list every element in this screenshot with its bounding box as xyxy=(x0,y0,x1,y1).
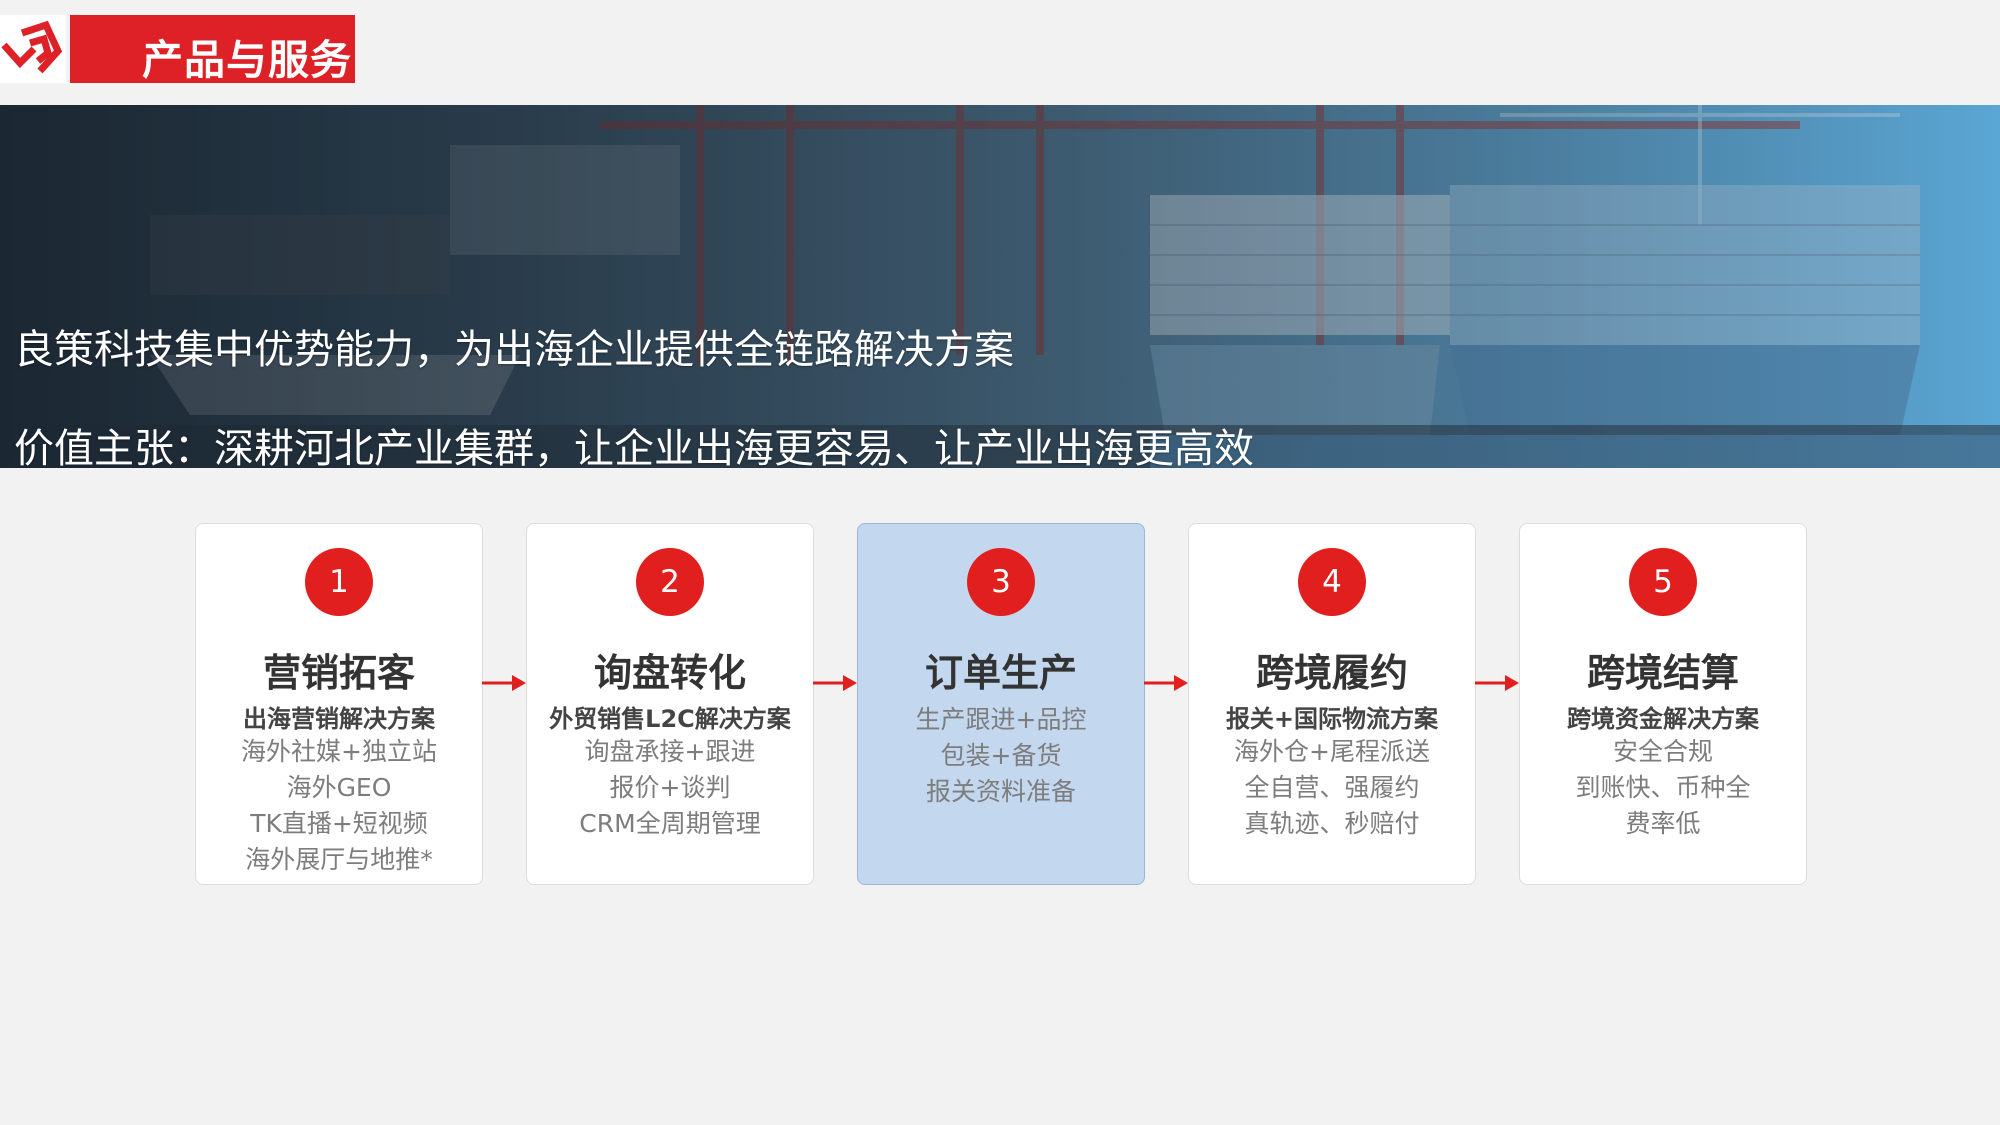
step-item: 到账快、币种全 xyxy=(1575,773,1751,802)
step-number-badge: 2 xyxy=(636,548,704,616)
step-item: 费率低 xyxy=(1625,809,1701,838)
step-item: 海外仓+尾程派送 xyxy=(1234,737,1430,766)
step-item: 海外GEO xyxy=(286,773,392,802)
step-card-production: 3 订单生产 生产跟进+品控 包装+备货 报关资料准备 xyxy=(857,523,1145,885)
right-arrow-icon xyxy=(1475,672,1521,694)
step-item-list: 海外仓+尾程派送 全自营、强履约 真轨迹、秒赔付 xyxy=(1189,734,1475,842)
step-item: CRM全周期管理 xyxy=(579,809,761,838)
step-item: 报关资料准备 xyxy=(925,777,1076,806)
step-item: 真轨迹、秒赔付 xyxy=(1244,809,1420,838)
step-subtitle: 外贸销售L2C解决方案 xyxy=(549,705,791,733)
logo-icon xyxy=(0,15,66,83)
title-banner: 产品与服务 xyxy=(70,15,355,84)
value-proposition: 价值主张：深耕河北产业集群，让企业出海更容易、让产业出海更高效 xyxy=(14,426,1254,468)
step-subtitle: 出海营销解决方案 xyxy=(243,705,435,733)
step-item: 包装+备货 xyxy=(940,741,1062,770)
step-number-badge: 3 xyxy=(967,548,1035,616)
step-card-settlement: 5 跨境结算 跨境资金解决方案 安全合规 到账快、币种全 费率低 xyxy=(1519,523,1807,885)
step-item-list: 海外社媒+独立站 海外GEO TK直播+短视频 海外展厅与地推* xyxy=(196,734,482,878)
step-number-badge: 5 xyxy=(1629,548,1697,616)
step-card-marketing: 1 营销拓客 出海营销解决方案 海外社媒+独立站 海外GEO TK直播+短视频 … xyxy=(195,523,483,885)
right-arrow-icon xyxy=(482,672,528,694)
page-title: 产品与服务 xyxy=(142,36,352,84)
right-arrow-icon xyxy=(813,672,859,694)
step-item-list: 安全合规 到账快、币种全 费率低 xyxy=(1520,734,1806,842)
step-card-inquiry: 2 询盘转化 外贸销售L2C解决方案 询盘承接+跟进 报价+谈判 CRM全周期管… xyxy=(526,523,814,885)
hero-banner: 良策科技集中优势能力，为出海企业提供全链路解决方案 价值主张：深耕河北产业集群，… xyxy=(0,105,2000,468)
company-logo xyxy=(0,15,66,83)
step-item-list: 询盘承接+跟进 报价+谈判 CRM全周期管理 xyxy=(527,734,813,842)
step-item: 询盘承接+跟进 xyxy=(584,737,756,766)
step-item: 生产跟进+品控 xyxy=(915,705,1087,734)
step-item: 报价+谈判 xyxy=(609,773,731,802)
right-arrow-icon xyxy=(1144,672,1190,694)
step-title: 营销拓客 xyxy=(262,651,415,695)
step-number-badge: 1 xyxy=(305,548,373,616)
step-item: TK直播+短视频 xyxy=(250,809,428,838)
step-item: 全自营、强履约 xyxy=(1244,773,1420,802)
step-title: 订单生产 xyxy=(924,651,1077,695)
step-number-badge: 4 xyxy=(1298,548,1366,616)
step-subtitle: 跨境资金解决方案 xyxy=(1567,705,1759,733)
banner-overlay xyxy=(0,105,2000,468)
step-title: 询盘转化 xyxy=(593,651,746,695)
step-item-list: 生产跟进+品控 包装+备货 报关资料准备 xyxy=(858,702,1144,810)
step-title: 跨境履约 xyxy=(1255,651,1408,695)
step-item: 海外展厅与地推* xyxy=(245,845,433,874)
banner-headline: 良策科技集中优势能力，为出海企业提供全链路解决方案 xyxy=(14,327,1014,373)
step-item: 安全合规 xyxy=(1612,737,1713,766)
step-item: 海外社媒+独立站 xyxy=(241,737,437,766)
step-card-fulfillment: 4 跨境履约 报关+国际物流方案 海外仓+尾程派送 全自营、强履约 真轨迹、秒赔… xyxy=(1188,523,1476,885)
step-title: 跨境结算 xyxy=(1586,651,1739,695)
step-subtitle: 报关+国际物流方案 xyxy=(1225,705,1439,733)
